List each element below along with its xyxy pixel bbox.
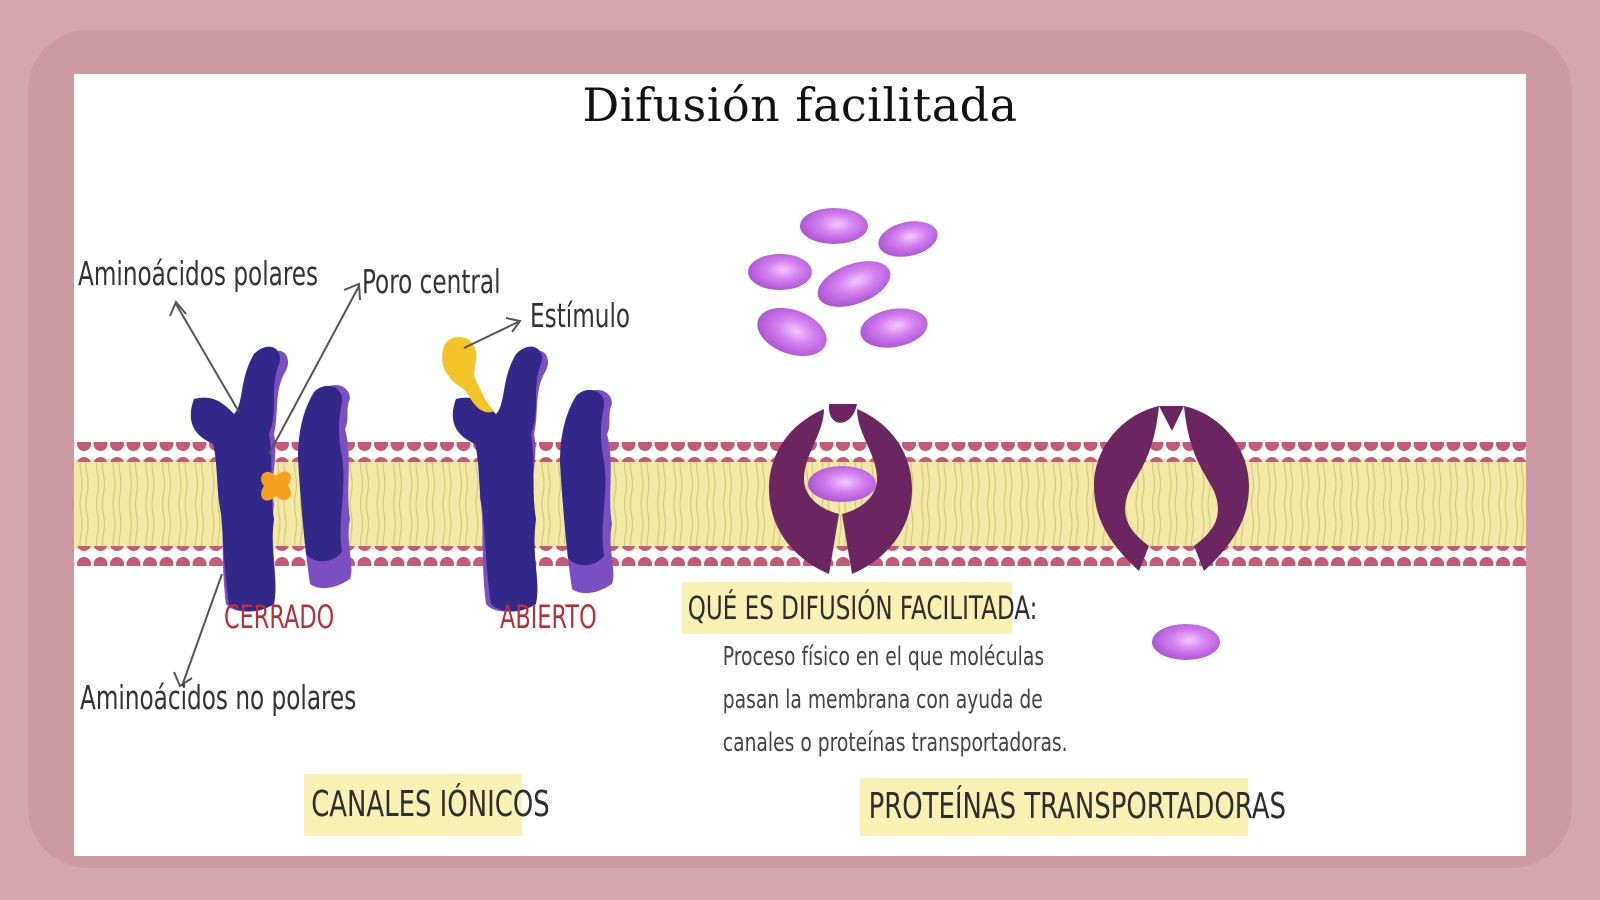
diffusion-diagram: [74, 208, 1526, 688]
molecule: [878, 221, 938, 257]
definition-line-1: Proceso físico en el que moléculas: [722, 642, 1045, 672]
definition-line-2: pasan la membrana con ayuda de: [722, 685, 1043, 715]
bound-molecule: [808, 466, 876, 502]
ion-blocker: [261, 471, 291, 501]
definition-text: Proceso físico en el que moléculas pasan…: [664, 636, 1084, 765]
section-carrier-proteins-highlight: PROTEÍNAS TRANSPORTADORAS: [860, 778, 1286, 836]
arrow-polar: [175, 303, 240, 413]
arrow-pore: [268, 285, 360, 455]
arrow-nonpolar: [181, 573, 223, 687]
arrow-stimulus: [463, 321, 519, 349]
arrowhead: [505, 317, 522, 333]
arrowhead: [173, 671, 193, 688]
definition-heading-highlight: QUÉ ES DIFUSIÓN FACILITADA:: [682, 582, 1038, 634]
molecule: [757, 307, 827, 357]
ion-channel-closed: [190, 346, 352, 612]
definition-heading: QUÉ ES DIFUSIÓN FACILITADA:: [687, 589, 1038, 627]
definition-line-3: canales o proteínas transportadoras.: [722, 728, 1068, 758]
label-stimulus: Estímulo: [530, 296, 631, 335]
slide-title: Difusión facilitada: [582, 78, 1018, 132]
state-closed: CERRADO: [224, 598, 335, 636]
section-ion-channels-highlight: CANALES IÓNICOS: [304, 774, 550, 836]
molecule: [800, 208, 868, 244]
label-arrows: [169, 282, 522, 688]
released-molecule: [1152, 624, 1220, 660]
ion-channel-open: [442, 337, 614, 612]
label-nonpolar-amino-acids: Aminoácidos no polares: [80, 678, 357, 717]
section-ion-channels: CANALES IÓNICOS: [311, 784, 550, 825]
arrowhead: [343, 282, 361, 301]
slide: Difusión facilitada: [74, 74, 1526, 856]
molecule: [817, 261, 891, 307]
label-central-pore: Poro central: [362, 262, 501, 301]
arrowhead: [169, 300, 187, 317]
solute-molecules: [748, 208, 1220, 660]
section-carrier-proteins: PROTEÍNAS TRANSPORTADORAS: [868, 786, 1286, 827]
stimulus-ligand: [442, 337, 494, 413]
carrier-protein-release: [1094, 406, 1249, 571]
carrier-protein-binding: [769, 404, 912, 574]
molecule: [860, 308, 928, 348]
label-polar-amino-acids: Aminoácidos polares: [78, 254, 319, 293]
molecule: [748, 254, 812, 290]
state-open: ABIERTO: [500, 598, 597, 636]
